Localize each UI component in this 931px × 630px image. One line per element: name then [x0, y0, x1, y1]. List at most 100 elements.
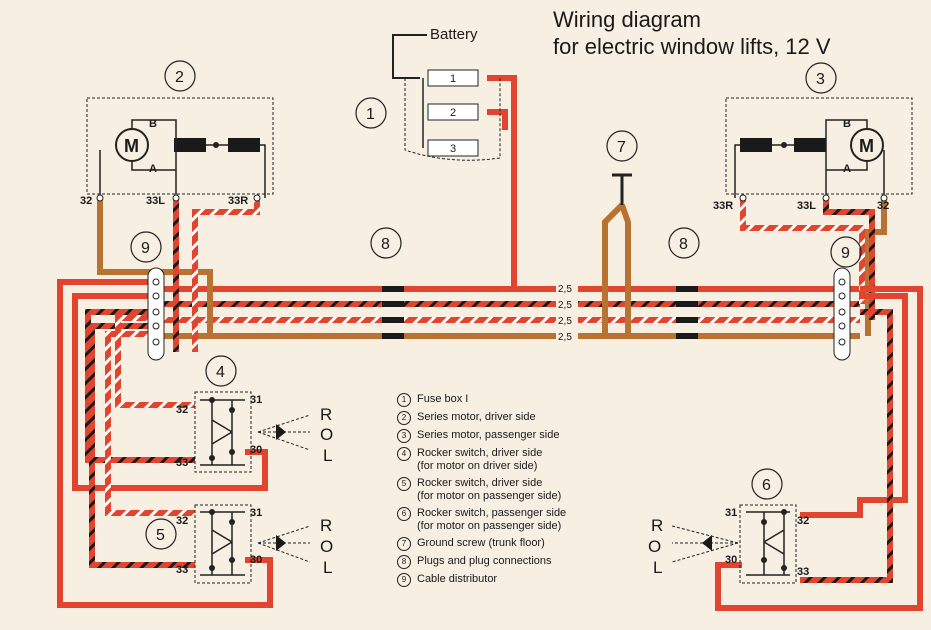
gauge-3: 2,5: [558, 316, 572, 327]
legend-text: Series motor, passenger side: [417, 429, 560, 441]
callout-1: 1: [355, 97, 387, 129]
legend-text: Series motor, driver side: [417, 411, 536, 423]
motor-3-winding-1: [740, 138, 772, 152]
svg-text:1: 1: [366, 106, 375, 123]
motor-2-pin-33r: 33R: [228, 195, 248, 207]
legend-num: 6: [397, 507, 411, 521]
svg-text:9: 9: [141, 240, 150, 257]
sw4-pin-30: 30: [250, 444, 262, 456]
legend-text: Plugs and plug connections: [417, 555, 552, 567]
cable-distributor-right: [833, 267, 851, 361]
sw6-pin-31: 31: [725, 507, 737, 519]
sw4-pin-31: 31: [250, 394, 262, 406]
motor-3-terminal-a: A: [843, 163, 851, 175]
battery-label: Battery: [430, 26, 478, 43]
svg-text:8: 8: [381, 236, 390, 253]
legend-text: Rocker switch, passenger side: [417, 507, 567, 519]
legend-num: 1: [397, 393, 411, 407]
svg-text:5: 5: [156, 527, 165, 544]
fuse-2: 2: [427, 103, 479, 121]
wires: [57, 75, 923, 611]
legend-num: 5: [397, 477, 411, 491]
legend: 1 Fuse box I 2 Series motor, driver side…: [397, 393, 566, 591]
sw5-pin-30: 30: [250, 554, 262, 566]
sw5-pos-r: R: [320, 516, 332, 535]
sw6-pin-33: 33: [797, 566, 809, 578]
motor-passenger-side: M B A 33R 33L 32: [713, 97, 913, 212]
plug-connections-left: [382, 286, 404, 339]
fuse-2-label: 2: [450, 107, 456, 119]
fuse-box: Battery 1 2 3: [392, 26, 501, 161]
motor-2-winding-1: [174, 138, 206, 152]
legend-num: 9: [397, 573, 411, 587]
legend-text: Rocker switch, driver side: [417, 447, 543, 459]
legend-num: 4: [397, 447, 411, 461]
callout-9-left: 9: [130, 231, 162, 263]
callouts: 1 2 3 4 5 6 7 8 8 9 9: [130, 60, 862, 550]
gauge-1: 2,5: [558, 284, 572, 295]
fuse1-feed-wire: [487, 75, 517, 289]
motor-2-terminal-a: A: [149, 163, 157, 175]
right-red-loop-sw6: [715, 286, 923, 611]
motor-3-housing: [725, 97, 913, 195]
motor-3-letter: M: [859, 136, 874, 156]
svg-text:8: 8: [679, 236, 688, 253]
legend-num: 3: [397, 429, 411, 443]
left-white-sw5-32: [105, 331, 195, 516]
fuse-3-label: 3: [450, 143, 456, 155]
ground-wire-a: [602, 202, 625, 336]
fuse2-feed-wire: [487, 109, 508, 130]
motor-3-pin-33r: 33R: [713, 200, 733, 212]
callout-9-right: 9: [830, 236, 862, 268]
right-motor-32-wire: [865, 198, 887, 336]
legend-subtext: (for motor on driver side): [417, 460, 538, 472]
sw4-pin-32: 32: [176, 404, 188, 416]
callout-6: 6: [751, 468, 783, 500]
callout-8-right: 8: [668, 227, 700, 259]
sw5-pin-31: 31: [250, 507, 262, 519]
sw6-pos-l: L: [653, 558, 662, 577]
motor-2-winding-2: [228, 138, 260, 152]
left-stripe-sw4-33: [85, 309, 195, 463]
legend-num: 2: [397, 411, 411, 425]
svg-text:3: 3: [816, 71, 825, 88]
wire-gauges: 2,5 2,5 2,5 2,5: [556, 282, 578, 343]
legend-item: 2 Series motor, driver side: [397, 411, 566, 425]
svg-text:6: 6: [762, 477, 771, 494]
legend-item: 9 Cable distributor: [397, 573, 566, 587]
sw6-pos-o: O: [648, 537, 661, 556]
sw6-pin-32: 32: [797, 515, 809, 527]
rocker-switch-4: 31 32 33 30 R O L: [176, 391, 333, 473]
callout-5: 5: [145, 518, 177, 550]
right-red-to-sw6-32: [800, 293, 908, 518]
motor-2-pin-33l: 33L: [146, 195, 165, 207]
legend-text: Ground screw (trunk floor): [417, 537, 545, 549]
motor-3-pin-32: 32: [877, 200, 889, 212]
fuse-1-label: 1: [450, 73, 456, 85]
svg-text:4: 4: [216, 364, 225, 381]
motor-2-terminal-b: B: [149, 118, 157, 130]
legend-subtext: (for motor on passenger side): [417, 490, 562, 502]
title-line-1: Wiring diagram: [553, 7, 701, 32]
legend-num: 8: [397, 555, 411, 569]
left-motor-33r-wire: [192, 198, 260, 352]
rocker-switch-6: 31 32 33 30 R O L: [648, 504, 809, 584]
sw5-pin-32: 32: [176, 515, 188, 527]
ground-screw: [612, 173, 632, 205]
callout-3: 3: [805, 62, 837, 94]
legend-item: 5 Rocker switch, driver side (for motor …: [397, 477, 566, 503]
sw6-pin-30: 30: [725, 554, 737, 566]
right-stripe-sw6-33: [800, 309, 893, 583]
sw5-pos-o: O: [320, 537, 333, 556]
fuse-1: 1: [427, 69, 479, 87]
ground-wire-b: [619, 204, 631, 336]
sw4-pos-r: R: [320, 405, 332, 424]
fuse-3: 3: [427, 139, 479, 157]
legend-item: 8 Plugs and plug connections: [397, 555, 566, 569]
motor-2-pin-32: 32: [80, 195, 92, 207]
sw5-pos-l: L: [323, 558, 332, 577]
battery-wire: [392, 34, 427, 79]
svg-text:7: 7: [617, 139, 626, 156]
